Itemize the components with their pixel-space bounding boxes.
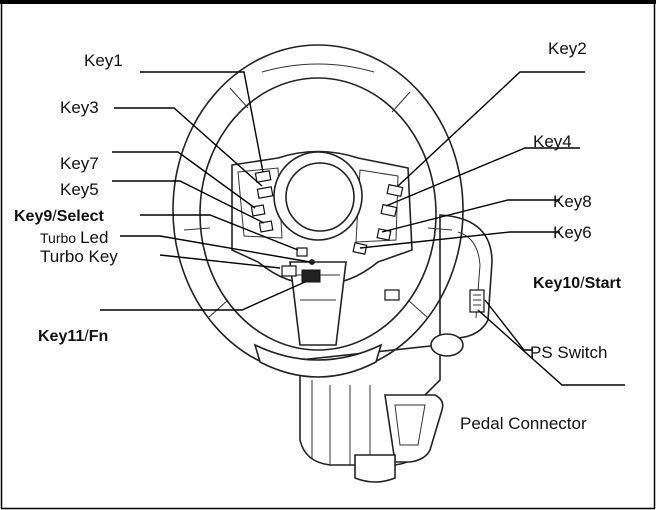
label-pedal-connector: Pedal Connector <box>460 414 587 433</box>
leader-lines <box>100 71 625 386</box>
label-key3: Key3 <box>60 98 99 117</box>
label-key5: Key5 <box>60 180 99 199</box>
key5-button <box>258 220 274 233</box>
wheel-rim-inner <box>199 77 437 351</box>
turbo-led <box>309 259 315 265</box>
label-key4: Key4 <box>533 132 572 151</box>
clamp-knob <box>354 454 396 483</box>
label-key8: Key8 <box>553 192 592 211</box>
ps-switch-port <box>469 289 485 313</box>
turbo-key-button <box>281 265 297 277</box>
base-clamp <box>384 394 444 463</box>
right-housing <box>439 214 493 339</box>
label-key6: Key6 <box>553 223 592 242</box>
key4-button <box>380 203 398 218</box>
key10-button <box>384 289 400 301</box>
label-key9-select: Key9/Select <box>14 208 105 225</box>
key9-button <box>296 247 308 257</box>
key8-button <box>376 228 392 241</box>
label-key1: Key1 <box>84 51 123 70</box>
label-key7: Key7 <box>60 154 99 173</box>
key2-button <box>386 183 404 198</box>
label-turbo-key: Turbo Key <box>40 247 118 266</box>
steering-wheel <box>172 44 493 483</box>
key1-button <box>254 170 272 183</box>
key3-button <box>256 186 274 199</box>
lower-grip <box>253 343 383 378</box>
key11-button <box>301 269 321 283</box>
side-knob <box>430 333 464 357</box>
horn-inner <box>285 162 355 232</box>
label-key10-start: Key10/Start <box>533 275 622 292</box>
label-ps-switch: PS Switch <box>530 343 607 362</box>
label-key11-fn: Key11/Fn <box>38 328 108 345</box>
labels: Key1 Key2 Key3 Key4 Key7 Key5 Key8 Key6 … <box>14 39 622 433</box>
label-key2: Key2 <box>548 39 587 58</box>
key6-button <box>352 242 368 255</box>
